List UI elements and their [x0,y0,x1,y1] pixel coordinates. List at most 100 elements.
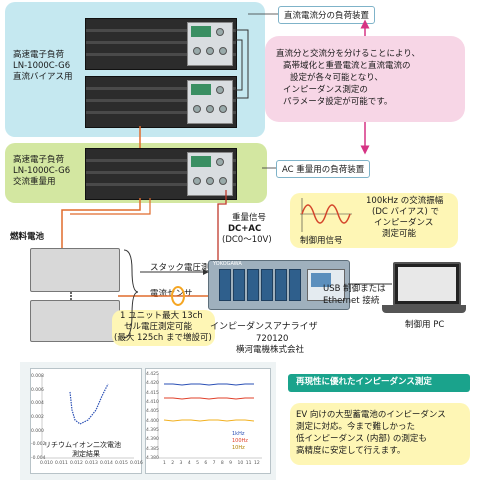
ac-load-label-3: 交流重量用 [13,177,56,187]
ev-text-box [290,403,470,465]
explanation-line-2: 高帯域化と重畳電流と直流電流の [283,61,411,71]
graph2-y-tick: 4.415 [146,390,159,396]
control-pc-label: 制御用 PC [405,320,445,330]
electronic-load-unit-2 [85,76,237,128]
fuel-cell-label: 燃料電池 [10,232,45,242]
graph1-x-tick: 0.010 [40,461,53,466]
usb-label-1: USB 制御または [323,284,386,294]
control-pc-base [382,305,466,313]
dc-load-line-2 [61,198,141,248]
ev-text-4: 高精度に安定して行えます。 [296,446,406,456]
legend-10hz: 10Hz [232,445,245,451]
signal-info-box [290,193,458,248]
explanation-line-1: 直流分と交流分を分けることにより、 [276,49,420,59]
analyzer-company: 横河電機株式会社 [236,345,305,355]
graph2-x-tick: 5 [196,461,199,466]
explanation-line-4: インピーダンス測定の [283,85,368,95]
weight-signal-1: 重量信号 [232,213,267,223]
graph1-y-tick: -0.004 [31,456,46,461]
graph1-y-tick: 0.002 [31,415,44,420]
unit-note-3: (最大 125ch まで増設可) [114,333,212,343]
fuel-cell-stack-bottom [30,300,120,342]
graph2-y-tick: 4.410 [146,400,159,405]
graph2-x-tick: 1 [163,461,166,466]
graph1-caption-1: リチウムイオン二次電池 [44,441,121,449]
weight-signal-3: (DC0～10V) [222,235,272,245]
graph2-y-tick: 4.390 [146,437,159,443]
fuel-cell-dots [70,292,74,300]
usb-label-2: Ethernet 接続 [323,296,380,306]
graph1-x-tick: 0.011 [55,461,68,466]
dc-bias-label-3: 直流バイアス用 [13,72,73,82]
ev-text-3: 低インピーダンス (内部) の測定も [296,434,427,444]
graph1-x-tick: 0.016 [130,461,143,466]
graph2-x-tick: 3 [179,461,183,466]
repeatability-axes [157,374,262,459]
graph1-x-tick: 0.012 [70,461,83,466]
ac-load-label-1: 高速電子負荷 [13,155,65,165]
electronic-load-unit-1 [85,18,237,70]
graph1-y-tick: 0.004 [31,401,44,407]
series-100hz [164,397,254,400]
ev-text-1: EV 向けの大型蓄電池のインピーダンス [296,410,446,420]
explanation-bubble [265,36,465,122]
graph2-y-tick: 4.425 [146,372,159,377]
electronic-load-unit-3 [85,148,237,200]
signal-desc-4: 測定可能 [382,229,417,239]
signal-desc-2: (DC バイアス) で [372,207,440,217]
graph1-y-tick: 0.006 [31,387,44,393]
graph2-x-tick: 6 [204,461,208,466]
graph2-x-tick: 8 [220,461,224,466]
dc-bias-label-2: LN-1000C-G6 [13,61,71,71]
series-1khz [164,383,254,386]
legend-100hz: 100Hz [232,438,248,444]
analyzer-brand: YOKOGAWA [213,261,242,267]
graph2-x-tick: 7 [212,461,216,466]
series-10hz [163,419,255,422]
load-wire-b [235,39,243,91]
control-signal-label: 制御用信号 [300,236,343,246]
ev-text-2: 測定に対応。今まで難しかった [296,422,416,432]
unit-note-1: 1 ユニット最大 13ch [120,311,203,321]
graph2-x-tick: 9 [229,461,233,466]
analyzer-name: インピーダンスアナライザ [210,322,318,332]
impedance-analyzer: YOKOGAWA [208,260,350,310]
graph1-x-tick: 0.015 [115,461,128,466]
ac-load-line [70,198,151,215]
graph2-y-tick: 4.420 [146,381,159,387]
signal-desc-3: インピーダンス [374,218,434,228]
graph2-y-tick: 4.395 [146,428,159,433]
sine-wave [301,204,351,224]
current-sensor-ring [171,286,185,306]
legend-1khz: 1kHz [232,431,245,437]
unit-note-2: セル電圧測定可能 [124,322,193,332]
stack-voltage-label: スタック電圧測定 [150,263,219,273]
nyquist-plot [30,368,142,474]
graph1-y-tick: -0.002 [31,442,46,448]
explanation-line-5: パラメータ設定が可能です。 [283,97,393,107]
graph2-x-tick: 2 [171,461,175,466]
graph2-x-tick: 12 [254,461,260,466]
ac-load-callout: AC 重量用の負荷装置 [276,160,371,178]
graph2-x-tick: 11 [245,461,252,466]
graph1-x-tick: 0.014 [100,461,113,466]
unit-note-box [112,310,215,346]
graph1-y-tick: 0.000 [31,428,44,434]
load-wire-a [235,29,249,99]
graph2-y-tick: 4.400 [146,418,159,424]
repro-title-badge [288,374,470,392]
nyquist-axes [41,375,134,459]
analyzer-model: 720120 [256,334,289,344]
graph2-y-tick: 4.380 [146,456,159,461]
graph2-x-tick: 10 [237,461,244,466]
fuel-cell-brace [123,249,139,339]
control-signal-line [217,190,227,260]
dc-load-callout: 直流電流分の負荷装置 [278,6,376,24]
graph1-y-tick: 0.008 [31,374,44,379]
ac-load-label-2: LN-1000C-G6 [13,166,71,176]
graph2-y-tick: 4.385 [146,446,159,452]
graph2-x-tick: 4 [187,461,191,466]
graph1-caption-2: 測定結果 [72,450,100,458]
repro-title: 再現性に優れたインピーダンス測定 [296,377,432,387]
